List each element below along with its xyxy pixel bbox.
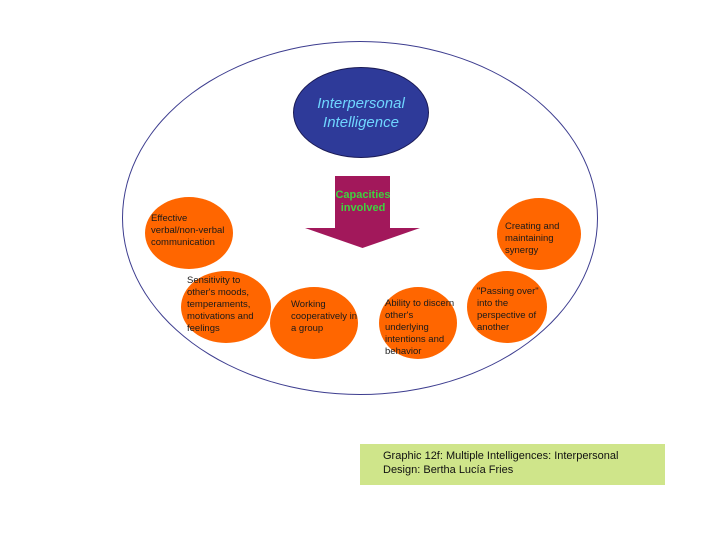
capacity-text: Sensitivity to other's moods, temperamen…: [187, 275, 254, 334]
capacity-bubble: Creating and maintaining synergy: [497, 198, 581, 270]
capacity-bubble: Effective verbal/non-verbal communicatio…: [145, 197, 233, 269]
capacity-text: Ability to discern other's underlying in…: [385, 298, 455, 357]
down-arrow-shape: [305, 176, 420, 248]
caption-line-1: Graphic 12f: Multiple Intelligences: Int…: [383, 450, 619, 462]
capacity-text: Effective verbal/non-verbal communicatio…: [151, 213, 225, 248]
capacity-text: Creating and maintaining synergy: [505, 221, 560, 256]
center-title-line-1: Interpersonal: [317, 94, 405, 112]
center-title: Interpersonal Intelligence: [306, 94, 416, 132]
caption-box: Graphic 12f: Multiple Intelligences: Int…: [360, 444, 665, 485]
capacity-text: "Passing over" into the perspective of a…: [477, 286, 539, 333]
center-title-line-2: Intelligence: [323, 113, 399, 131]
caption-line-2: Design: Bertha Lucía Fries: [383, 464, 514, 476]
center-ellipse: Interpersonal Intelligence: [293, 67, 429, 158]
capacity-bubble: "Passing over" into the perspective of a…: [467, 271, 547, 343]
capacity-text: Working cooperatively in a group: [291, 299, 358, 334]
arrow-label-line-1: Capacities: [335, 189, 391, 201]
arrow-label-line-2: involved: [340, 202, 386, 214]
arrow-label: Capacities involved: [324, 189, 402, 215]
outer-ellipse: [122, 41, 598, 395]
capacity-bubble: Sensitivity to other's moods, temperamen…: [181, 271, 271, 343]
capacity-bubble: Ability to discern other's underlying in…: [379, 287, 457, 359]
capacity-bubble: Working cooperatively in a group: [270, 287, 358, 359]
down-arrow: [305, 176, 420, 248]
